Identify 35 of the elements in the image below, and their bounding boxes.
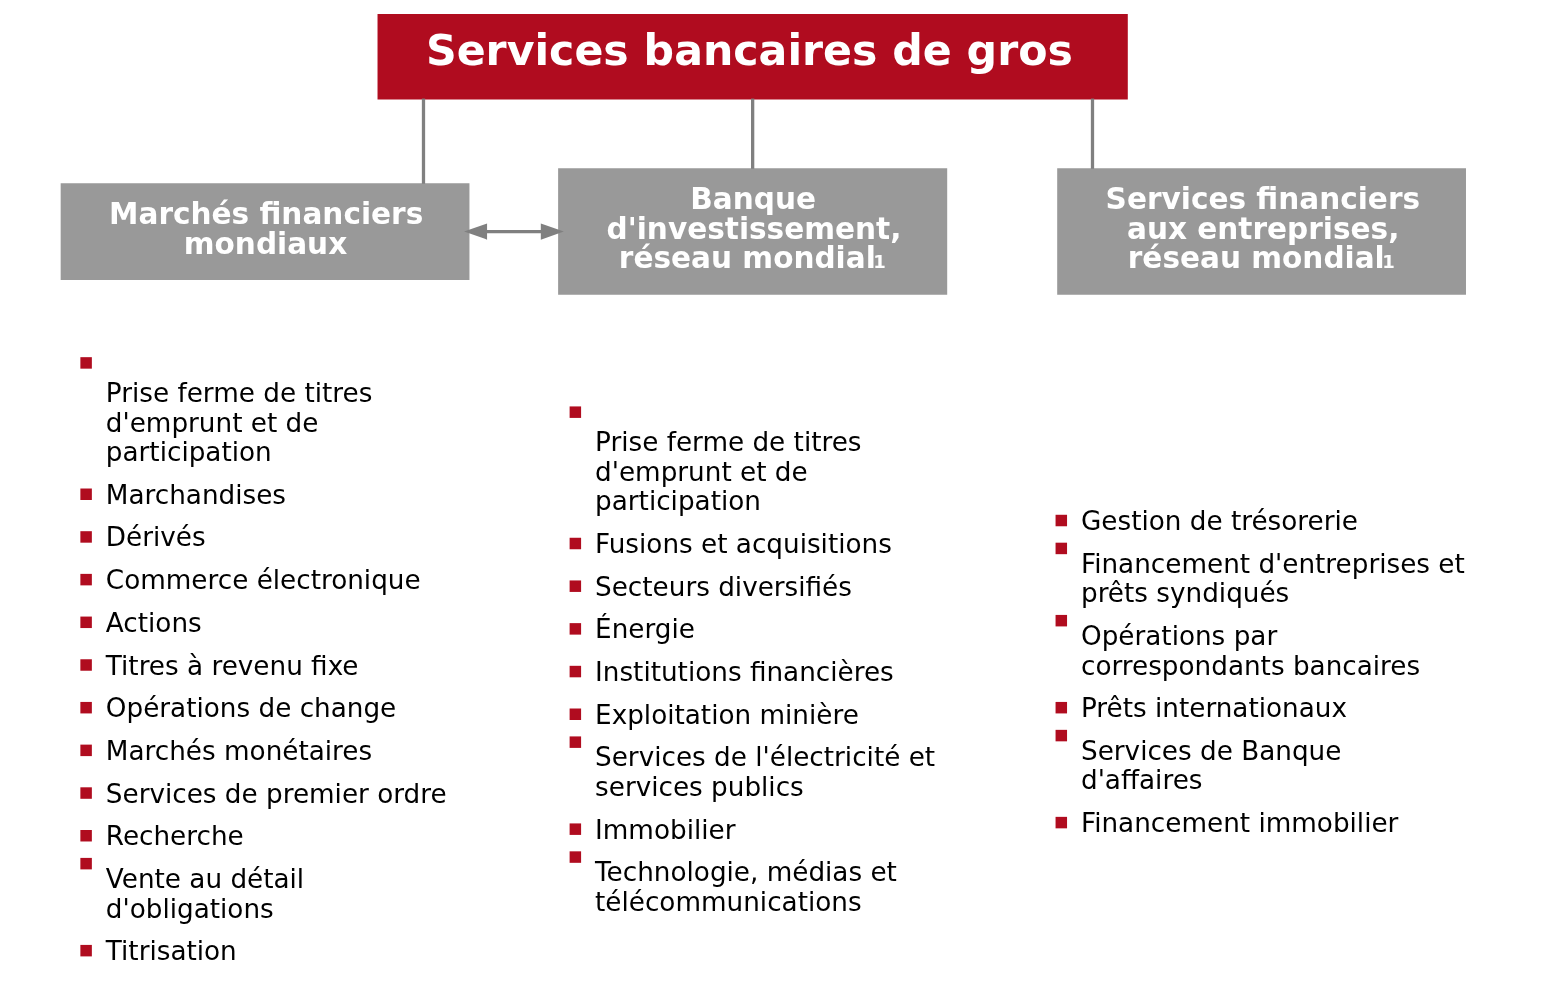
node-box: Services bancaires de gros (377, 14, 1128, 100)
node-label: Titres à revenu fixe (105, 650, 359, 681)
node-label: Recherche (105, 821, 244, 852)
node-label: Institutions financières (594, 657, 894, 688)
node-box: Marchés financiers mondiaux (60, 183, 469, 280)
node-label: Prise ferme de titres d'emprunt et de participation (594, 427, 862, 517)
node-label: Services de Banque d'affaires (1080, 735, 1341, 796)
node-label: Services de l'électricité et services publics (594, 742, 935, 802)
node-label: Actions (105, 607, 202, 638)
node-label: Exploitation minière (594, 699, 859, 730)
node-label: Énergie (594, 614, 695, 645)
node-label: Technologie, médias et télécommunications (594, 857, 897, 917)
connector (421, 98, 425, 184)
node-label: Marchandises (105, 479, 286, 510)
node-box: Banque d'investissement, réseau mondial1 (557, 168, 947, 295)
node-label: Commerce électronique (105, 565, 421, 596)
node-label: Vente au détail d'obligations (105, 863, 304, 924)
node-label: Financement d'entreprises et prêts syndiqués (1080, 548, 1465, 609)
node-label: Fusions et acquisitions (594, 529, 892, 560)
node-label: Secteurs diversifiés (594, 571, 852, 602)
node-label: Immobilier (594, 814, 735, 845)
arrow (463, 223, 564, 240)
connector (1090, 98, 1094, 169)
node-label: Opérations de change (105, 693, 396, 724)
node-label: Financement immobilier (1080, 808, 1398, 839)
connector (750, 98, 754, 169)
node-label: Gestion de trésorerie (1080, 506, 1358, 537)
node-label: Prise ferme de titres d'emprunt et de participation (105, 377, 372, 468)
node-label: Marchés monétaires (105, 735, 372, 766)
node-label: Services de premier ordre (105, 778, 447, 809)
node-label: Opérations par correspondants bancaires (1080, 620, 1420, 681)
node-label: Prêts internationaux (1080, 693, 1347, 724)
node-label: Dérivés (105, 522, 206, 553)
node-box: Services financiers aux entreprises, réseau mondial1 (1056, 168, 1466, 295)
node-label: Titrisation (105, 936, 237, 967)
